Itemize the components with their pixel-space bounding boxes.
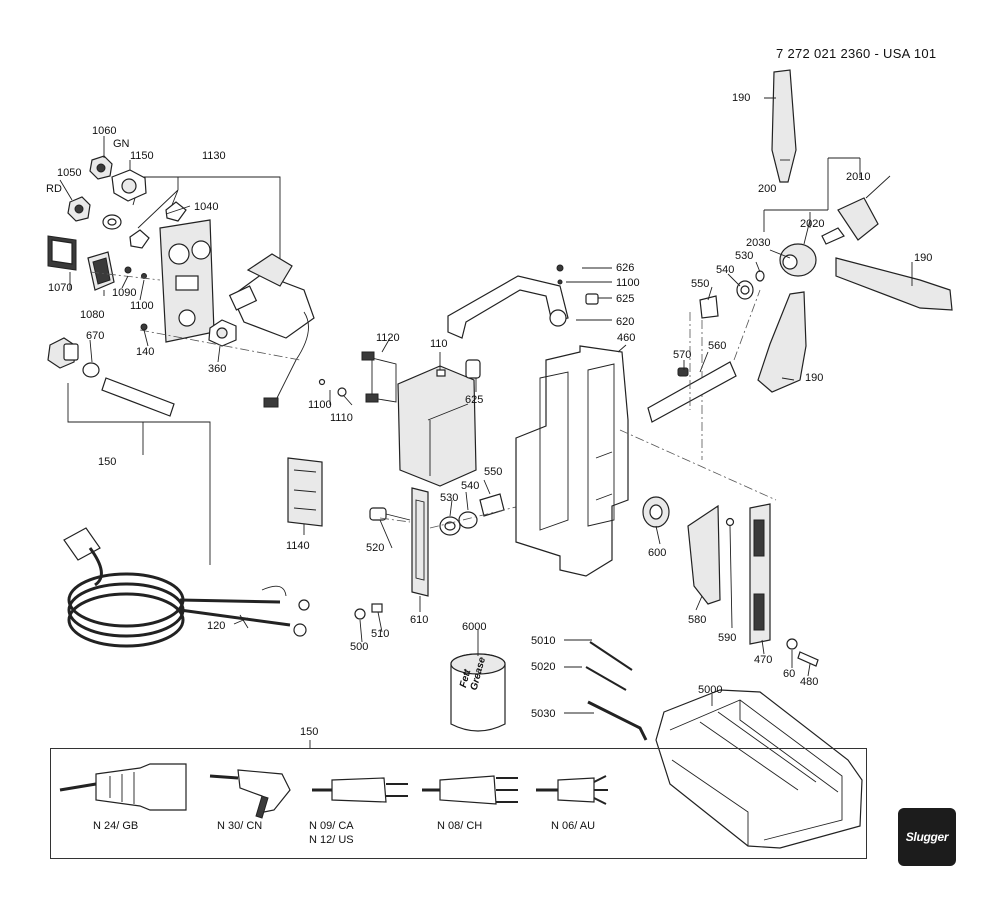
part-label-625a: 625 (465, 394, 484, 406)
part-label-1100a: 1100 (130, 300, 154, 312)
part-label-520: 520 (366, 542, 385, 554)
plug-label-gb: N 24/ GB (93, 820, 139, 832)
part-label-60: 60 (783, 668, 796, 680)
part-label-1080: 1080 (80, 309, 105, 321)
part-label-1120: 1120 (376, 332, 400, 344)
part-label-530b: 530 (735, 250, 754, 262)
leader-lines (59, 97, 913, 714)
part-label-460: 460 (617, 332, 636, 344)
part-label-150a: 150 (98, 456, 117, 468)
part-label-150b: 150 (300, 726, 319, 738)
plug-variants-drawing (59, 740, 608, 819)
part-label-560: 560 (708, 340, 727, 352)
part-label-1040: 1040 (194, 201, 219, 213)
part-label-1100c: 1100 (616, 277, 640, 289)
part-label-190b: 190 (914, 252, 933, 264)
plug-label-ca-us: N 09/ CA N 12/ US (309, 820, 354, 846)
part-label-625b: 625 (616, 293, 635, 305)
part-label-5020: 5020 (531, 661, 556, 673)
part-label-120: 120 (207, 620, 226, 632)
part-label-550b: 550 (691, 278, 710, 290)
part-label-570: 570 (673, 349, 692, 361)
part-label-1060: 1060 (92, 125, 117, 137)
part-label-5030: 5030 (531, 708, 556, 720)
part-label-rd: RD (46, 183, 62, 195)
spindle-handles-group (647, 69, 953, 423)
part-label-360: 360 (208, 363, 227, 375)
part-label-626: 626 (616, 262, 635, 274)
part-label-1050: 1050 (57, 167, 82, 179)
part-label-1140: 1140 (286, 540, 310, 552)
part-label-gn: GN (113, 138, 130, 150)
switch-housing-group (47, 155, 347, 408)
part-label-190a: 190 (732, 92, 751, 104)
plug-variants-box: N 24/ GB N 30/ CN N 09/ CA N 12/ US N 08… (50, 748, 867, 859)
part-label-470: 470 (754, 654, 773, 666)
part-label-550a: 550 (484, 466, 503, 478)
part-label-580: 580 (688, 614, 707, 626)
part-label-190c: 190 (805, 372, 824, 384)
part-label-5010: 5010 (531, 635, 556, 647)
part-label-200: 200 (758, 183, 777, 195)
part-label-610: 610 (410, 614, 429, 626)
part-label-500: 500 (350, 641, 369, 653)
part-label-620: 620 (616, 316, 635, 328)
part-label-540a: 540 (461, 480, 480, 492)
part-label-590: 590 (718, 632, 737, 644)
plug-label-cn: N 30/ CN (217, 820, 263, 832)
part-label-670: 670 (86, 330, 105, 342)
part-label-2030: 2030 (746, 237, 771, 249)
part-label-2020: 2020 (800, 218, 825, 230)
part-label-530a: 530 (440, 492, 459, 504)
stand-column-group (447, 264, 819, 667)
part-label-480: 480 (800, 676, 819, 688)
part-label-1130: 1130 (202, 150, 226, 162)
slugger-logo: Slugger (898, 808, 956, 866)
part-label-1090: 1090 (112, 287, 137, 299)
plug-label-ch: N 08/ CH (437, 820, 483, 832)
part-label-1100b: 1100 (308, 399, 332, 411)
part-label-600: 600 (648, 547, 667, 559)
part-label-6000: 6000 (462, 621, 487, 633)
power-cord-group (47, 337, 310, 648)
part-label-140: 140 (136, 346, 155, 358)
motor-electronics-group (287, 351, 521, 620)
accessories-group (450, 641, 863, 849)
part-label-510: 510 (371, 628, 390, 640)
part-label-1070: 1070 (48, 282, 73, 294)
part-label-2010: 2010 (846, 171, 871, 183)
part-label-110: 110 (430, 338, 448, 350)
part-label-1150: 1150 (130, 150, 154, 162)
document-number: 7 272 021 2360 - USA 101 (776, 46, 937, 61)
plug-label-au: N 06/ AU (551, 820, 596, 832)
part-label-1110: 1110 (330, 412, 353, 424)
part-label-5000: 5000 (698, 684, 723, 696)
part-label-540b: 540 (716, 264, 735, 276)
